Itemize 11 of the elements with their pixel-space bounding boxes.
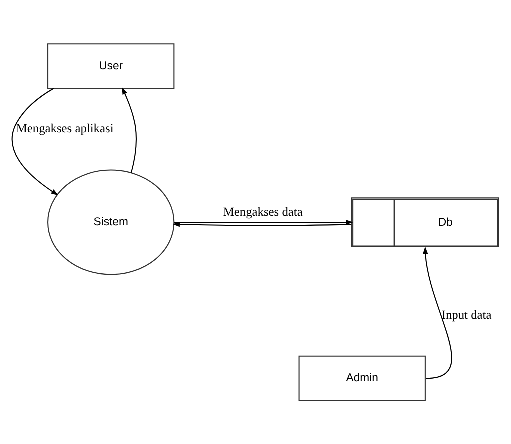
edge-label: Input data [442,307,492,322]
edge-label: Mengakses aplikasi [16,121,114,136]
arrow [12,88,59,196]
node-box: Admin [298,355,426,401]
arrow [423,246,452,379]
node-ellipse: Sistem [48,169,175,275]
arrow [122,86,137,173]
arrow [174,219,354,225]
edge-label: Mengakses data [223,204,303,218]
node-box: User [48,43,175,89]
arrow [172,222,352,227]
